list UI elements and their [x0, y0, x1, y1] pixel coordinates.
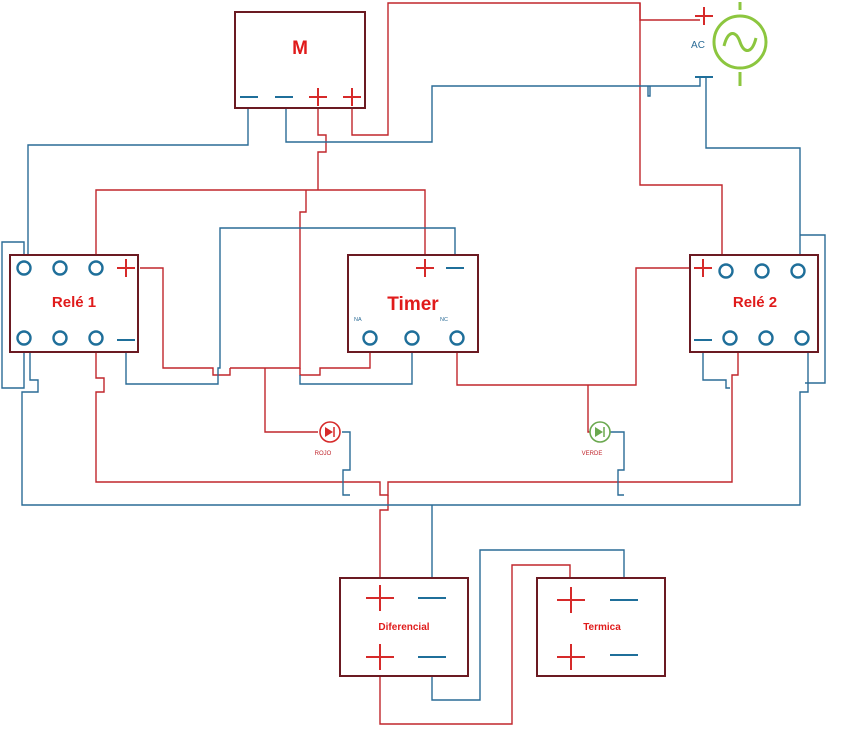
- timer-label: Timer: [387, 294, 439, 315]
- relay-1-label: Relé 1: [52, 294, 96, 311]
- relay-1-box: Relé 1: [9, 254, 139, 353]
- motor-label: M: [292, 38, 308, 59]
- red-led-label: ROJO: [315, 451, 332, 457]
- ac-label: AC: [691, 40, 705, 51]
- red-led: ROJO: [315, 421, 341, 457]
- relay-2-label: Relé 2: [733, 294, 777, 311]
- differential-box: Diferencial: [339, 577, 469, 677]
- relay-2-box: Relé 2: [689, 254, 819, 353]
- thermal-label: Termica: [583, 622, 621, 633]
- positive-wires: [95, 2, 739, 725]
- green-led: VERDE: [582, 421, 611, 457]
- negative-wires: [1, 78, 826, 701]
- thermal-box: Termica: [536, 577, 666, 677]
- timer-box: Timer NA NC: [347, 254, 479, 353]
- motor-box: M: [234, 11, 366, 109]
- green-led-label: VERDE: [582, 451, 603, 457]
- timer-nc-label: NC: [440, 317, 448, 323]
- ac-source: AC: [691, 2, 768, 86]
- timer-na-label: NA: [354, 317, 362, 323]
- differential-label: Diferencial: [378, 622, 429, 633]
